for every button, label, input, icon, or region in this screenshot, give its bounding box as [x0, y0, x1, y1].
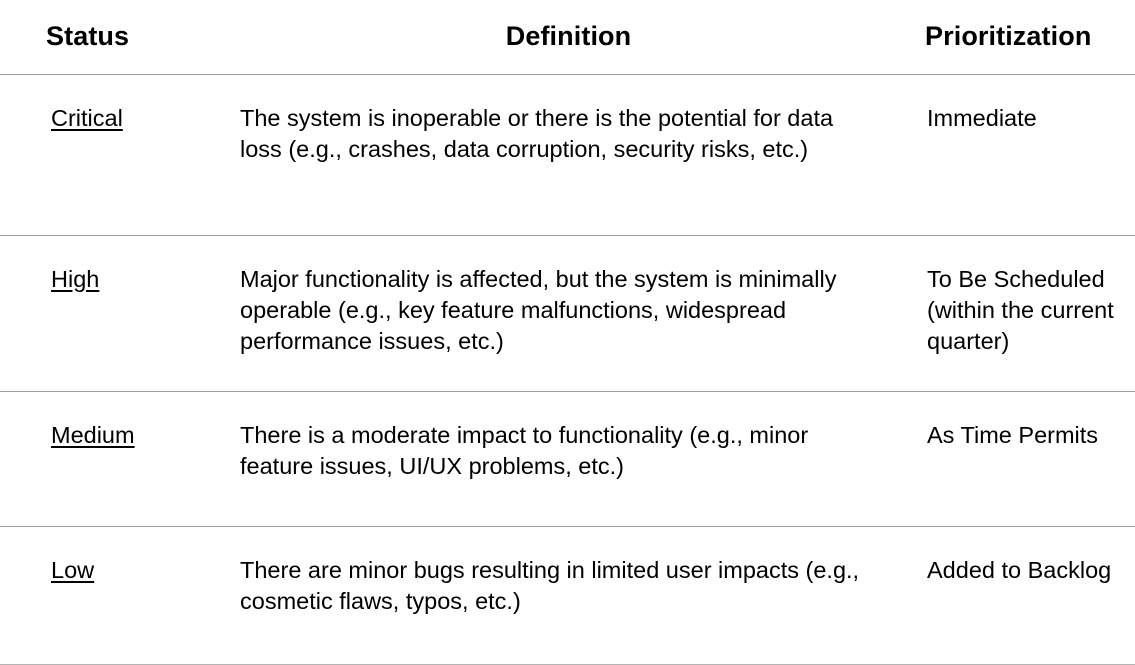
prioritization-text-low: Added to Backlog	[927, 556, 1112, 583]
status-label-high: High	[51, 265, 100, 292]
table-row: Medium There is a moderate impact to fun…	[0, 390, 1135, 526]
cell-status: High	[0, 234, 240, 391]
cell-prioritization: As Time Permits	[905, 390, 1135, 526]
column-header-status: Status	[46, 21, 130, 52]
table-header-row: Status Definition Prioritization	[0, 0, 1135, 74]
cell-status: Medium	[0, 390, 240, 526]
bottom-rule-segment	[240, 663, 905, 665]
cell-prioritization: To Be Scheduled (within the current quar…	[905, 234, 1135, 391]
column-header-definition: Definition	[505, 21, 632, 52]
cell-status: Low	[0, 525, 240, 664]
prioritization-text-critical: Immediate	[927, 104, 1037, 131]
definition-text-high: Major functionality is affected, but the…	[240, 265, 837, 354]
definition-text-critical: The system is inoperable or there is the…	[240, 104, 834, 162]
bottom-rule-segment	[0, 663, 240, 665]
cell-status: Critical	[0, 73, 240, 235]
cell-prioritization: Immediate	[905, 73, 1135, 235]
table-bottom-rule	[0, 663, 1135, 665]
table-header: Status Definition Prioritization	[0, 0, 1135, 74]
bottom-rule-segment	[905, 663, 1135, 665]
cell-definition: There are minor bugs resulting in limite…	[240, 525, 905, 664]
definition-text-low: There are minor bugs resulting in limite…	[240, 556, 860, 614]
prioritization-text-medium: As Time Permits	[927, 421, 1099, 448]
prioritization-text-high: To Be Scheduled (within the current quar…	[927, 265, 1114, 354]
priority-definitions-table-container: Status Definition Prioritization Critica…	[0, 21, 1135, 665]
definition-text-medium: There is a moderate impact to functional…	[240, 421, 809, 479]
status-label-low: Low	[51, 556, 95, 583]
column-header-prioritization: Prioritization	[925, 21, 1092, 52]
table-footer	[0, 663, 1135, 665]
cell-prioritization: Added to Backlog	[905, 525, 1135, 664]
table-row: Low There are minor bugs resulting in li…	[0, 525, 1135, 664]
table-row: Critical The system is inoperable or the…	[0, 73, 1135, 235]
cell-definition: Major functionality is affected, but the…	[240, 234, 905, 391]
status-label-critical: Critical	[51, 104, 123, 131]
cell-definition: The system is inoperable or there is the…	[240, 73, 905, 235]
table-body: Critical The system is inoperable or the…	[0, 73, 1135, 664]
status-label-medium: Medium	[51, 421, 135, 448]
cell-definition: There is a moderate impact to functional…	[240, 390, 905, 526]
table-row: High Major functionality is affected, bu…	[0, 234, 1135, 391]
